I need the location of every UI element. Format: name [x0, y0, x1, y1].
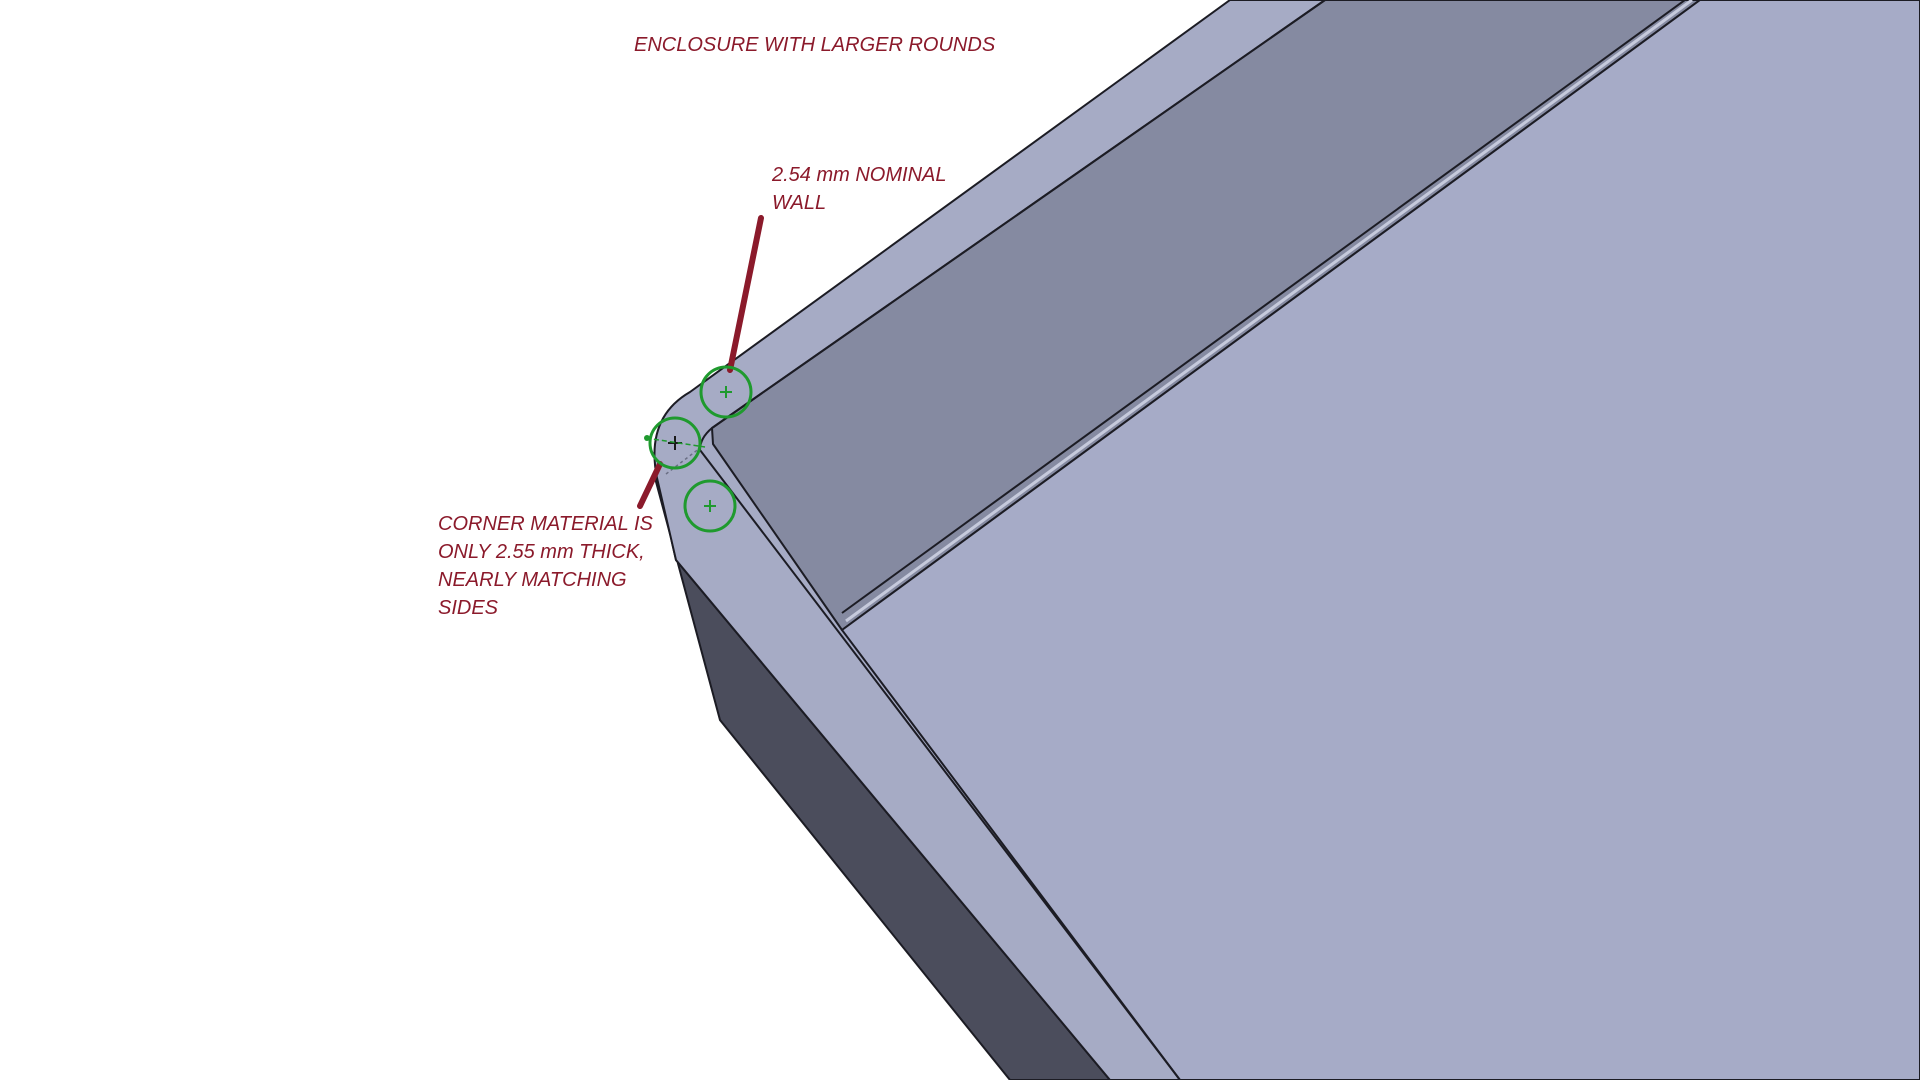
corner-label: CORNER MATERIAL IS ONLY 2.55 mm THICK, N… [438, 513, 658, 619]
floor-groove-highlight [845, 0, 1693, 623]
side-measure-marker-icon [683, 479, 737, 533]
floor-face [841, 0, 1920, 1080]
corner-label-line: SIDES [438, 597, 499, 619]
corner-label-line: ONLY 2.55 mm THICK, [438, 541, 645, 563]
wall-leader-line [727, 215, 764, 373]
corner-measure-marker-icon [644, 416, 706, 470]
wall-label-line: 2.54 mm NOMINAL [771, 164, 946, 186]
corner-leader-line [637, 461, 663, 509]
corner-label-line: NEARLY MATCHING [438, 569, 627, 591]
wall-label: 2.54 mm NOMINAL WALL [771, 164, 952, 214]
wall-label-line: WALL [772, 192, 826, 214]
corner-label-line: CORNER MATERIAL IS [438, 513, 654, 535]
wall-measure-marker-icon [699, 365, 753, 419]
diagram-title: ENCLOSURE WITH LARGER ROUNDS [634, 34, 996, 56]
floor-groove-line [841, 0, 1686, 614]
corner-detail-line [665, 447, 701, 475]
